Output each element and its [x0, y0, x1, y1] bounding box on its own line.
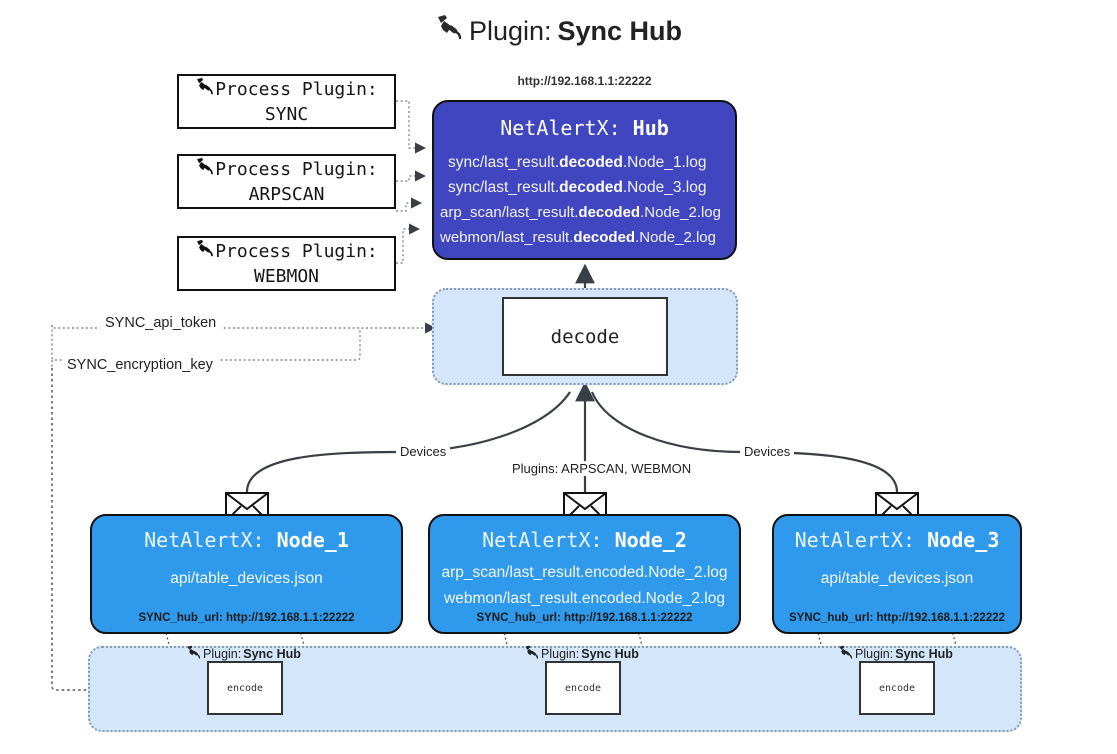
node-log-line: api/table_devices.json [820, 570, 974, 587]
node-title-prefix: NetAlertX: [794, 528, 916, 552]
encoder-plugin-label-3: Plugin: Sync Hub [838, 645, 953, 662]
log-post: .Node_3.log [622, 179, 707, 196]
wire-label-plugins-center: Plugins: ARPSCAN, WEBMON [508, 461, 696, 476]
encoder-plugin-label-2: Plugin: Sync Hub [524, 645, 639, 662]
secret-label-encryption-key: SYNC_encryption_key [62, 357, 218, 373]
log-post: .Node_2.log [635, 229, 716, 246]
wire-label-devices-right: Devices [740, 444, 795, 459]
node-hub-url-key: SYNC_hub_url: [476, 612, 561, 624]
node-box-node-1[interactable]: NetAlertX: Node_1 api/table_devices.json… [90, 514, 403, 634]
plug-icon [195, 239, 214, 264]
node-hub-url-value: http://192.168.1.1:22222 [876, 612, 1006, 624]
process-plugin-name: ARPSCAN [248, 183, 325, 205]
encode-box-1[interactable]: encode [207, 661, 283, 715]
node-title-prefix: NetAlertX: [482, 528, 603, 552]
hub-log-line: sync/last_result.decoded.Node_1.log [434, 150, 735, 175]
process-plugin-label: Process Plugin: [215, 78, 378, 100]
encoder-plugin-name: Sync Hub [243, 646, 301, 661]
node-log-line: webmon/last_result.encoded.Node_2.log [444, 590, 725, 607]
log-mid: decoded [573, 229, 636, 246]
log-pre: sync/last_result. [448, 179, 560, 196]
wire-label-devices-left: Devices [396, 444, 451, 459]
hub-url: http://192.168.1.1:22222 [517, 74, 652, 88]
process-plugin-label: Process Plugin: [215, 158, 378, 180]
plug-icon [195, 157, 214, 182]
encode-box-2[interactable]: encode [545, 661, 621, 715]
node-title-name: Node_3 [927, 528, 1000, 552]
decode-box[interactable]: decode [502, 297, 668, 376]
hub-log-list: sync/last_result.decoded.Node_1.log sync… [434, 150, 735, 250]
hub-log-line: webmon/last_result.decoded.Node_2.log [434, 225, 735, 250]
plug-icon [186, 645, 201, 662]
hub-box[interactable]: NetAlertX: Hub sync/last_result.decoded.… [432, 100, 737, 260]
node-box-node-3[interactable]: NetAlertX: Node_3 api/table_devices.json… [772, 514, 1022, 634]
log-pre: sync/last_result. [448, 154, 560, 171]
page-title-name: Sync Hub [557, 16, 683, 46]
node-hub-url: SYNC_hub_url: http://192.168.1.1:22222 [430, 612, 739, 624]
encoder-plugin-prefix: Plugin: [203, 646, 242, 661]
node-hub-url-key: SYNC_hub_url: [138, 612, 223, 624]
plug-icon [524, 645, 539, 662]
process-plugin-name: WEBMON [253, 265, 320, 287]
hub-title: NetAlertX: Hub [434, 116, 735, 140]
node-box-node-2[interactable]: NetAlertX: Node_2 arp_scan/last_result.e… [428, 514, 741, 634]
process-plugin-sync-box[interactable]: Process Plugin: SYNC [177, 74, 396, 129]
hub-title-prefix: NetAlertX: [500, 116, 621, 140]
node-hub-url: SYNC_hub_url: http://192.168.1.1:22222 [774, 612, 1020, 624]
node-hub-url: SYNC_hub_url: http://192.168.1.1:22222 [92, 612, 401, 624]
node-title-prefix: NetAlertX: [144, 528, 265, 552]
log-mid: decoded [559, 179, 623, 196]
process-plugin-label: Process Plugin: [215, 240, 378, 262]
hub-title-name: Hub [632, 116, 669, 140]
node-title: NetAlertX: Node_1 [92, 528, 401, 552]
log-post: .Node_2.log [640, 204, 721, 221]
node-log-line: arp_scan/last_result.encoded.Node_2.log [441, 564, 728, 581]
process-plugin-arpscan-box[interactable]: Process Plugin: ARPSCAN [177, 154, 396, 209]
encoder-plugin-prefix: Plugin: [541, 646, 580, 661]
process-plugin-name: SYNC [264, 103, 309, 125]
page-title: Plugin: Sync Hub [0, 14, 1117, 48]
node-hub-url-value: http://192.168.1.1:22222 [564, 612, 693, 624]
node-hub-url-key: SYNC_hub_url: [788, 612, 874, 624]
node-title-name: Node_2 [614, 528, 687, 552]
encoder-plugin-prefix: Plugin: [855, 646, 894, 661]
encoder-plugin-label-1: Plugin: Sync Hub [186, 645, 301, 662]
log-post: .Node_1.log [622, 154, 707, 171]
plug-icon [838, 645, 853, 662]
node-title: NetAlertX: Node_3 [774, 528, 1020, 552]
encoder-plugin-name: Sync Hub [895, 646, 953, 661]
log-mid: decoded [578, 204, 641, 221]
encoder-plugin-name: Sync Hub [581, 646, 639, 661]
plug-icon [195, 77, 214, 102]
node-title: NetAlertX: Node_2 [430, 528, 739, 552]
secret-label-api-token: SYNC_api_token [100, 315, 222, 331]
page-title-prefix: Plugin: [468, 16, 552, 46]
hub-log-line: arp_scan/last_result.decoded.Node_2.log [434, 200, 735, 225]
log-pre: webmon/last_result. [440, 229, 574, 246]
encode-box-3[interactable]: encode [859, 661, 935, 715]
node-log-line: api/table_devices.json [170, 570, 323, 587]
log-pre: arp_scan/last_result. [440, 204, 579, 221]
log-mid: decoded [559, 154, 623, 171]
process-plugin-webmon-box[interactable]: Process Plugin: WEBMON [177, 236, 396, 291]
node-title-name: Node_1 [276, 528, 349, 552]
plug-icon [435, 14, 463, 48]
hub-log-line: sync/last_result.decoded.Node_3.log [434, 175, 735, 200]
node-hub-url-value: http://192.168.1.1:22222 [226, 612, 355, 624]
